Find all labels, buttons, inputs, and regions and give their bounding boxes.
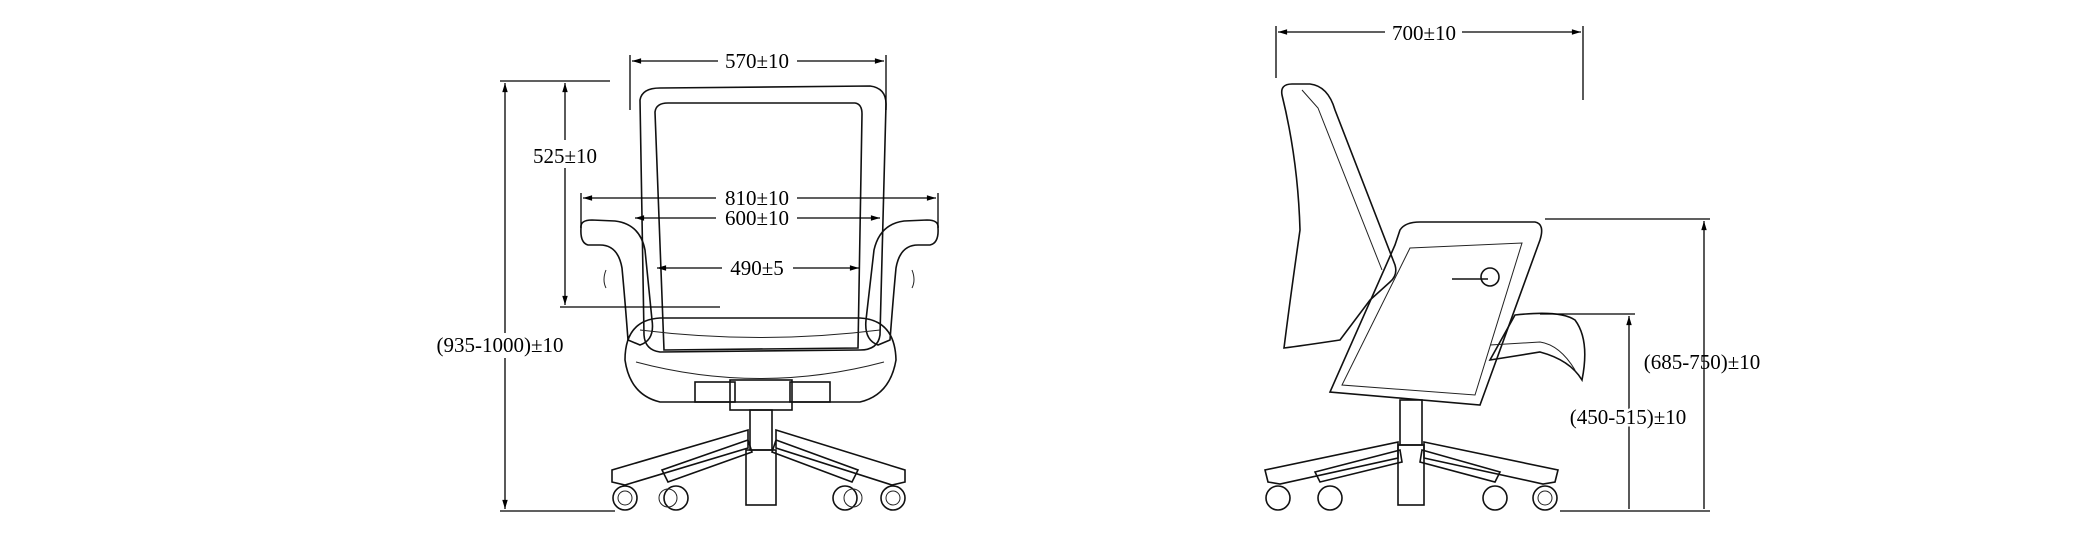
side-seat [1488,312,1586,383]
side-view-chair [1264,83,1586,511]
seat [624,317,897,403]
adjustment-knob [1480,267,1500,287]
overall-height-label: (935-1000)±10 [436,333,563,357]
overall-width-label: 810±10 [725,186,789,210]
arm-height-label: (685-750)±10 [1644,350,1761,374]
right-armrest [864,219,939,346]
backrest-width-label: 570±10 [725,49,789,73]
mechanism [729,379,793,411]
front-view-chair [580,85,939,511]
backrest-height-label: 525±10 [533,144,597,168]
side-arm-panel [1328,221,1543,406]
side-dimensions: 700±10 (685-750)±10 (450-515)±10 [1275,21,1761,512]
seat-width-label: 490±5 [730,256,784,280]
casters [612,485,906,511]
front-dimensions: 570±10 525±10 (935-1000)±10 810±10 600±1… [436,49,939,512]
backrest-frame [639,85,887,353]
backrest-mesh [654,102,863,351]
side-casters [1265,485,1558,511]
side-backrest [1280,83,1397,349]
seat-height-label: (450-515)±10 [1570,405,1687,429]
inner-arm-width-label: 600±10 [725,206,789,230]
overall-depth-label: 700±10 [1392,21,1456,45]
gas-column [749,409,773,451]
base-star [611,428,906,486]
side-base-star [1264,441,1559,485]
left-armrest [580,219,654,346]
